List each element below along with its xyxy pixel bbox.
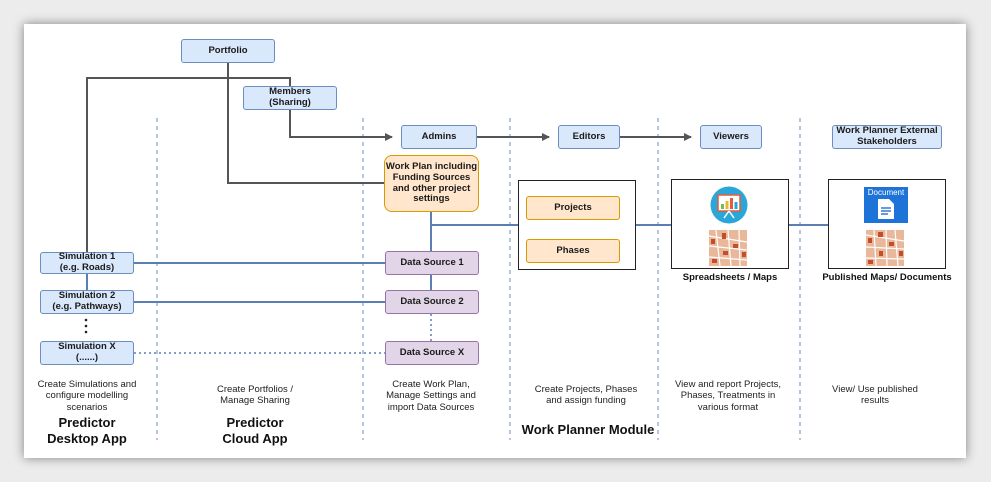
data-connectors [86, 211, 828, 303]
document-icon: Document [864, 187, 908, 223]
desktop-app-title: Predictor Desktop App [47, 415, 127, 446]
portfolio-node: Portfolio [181, 39, 275, 63]
map-thumbnail-icon [708, 229, 748, 267]
column-separators [156, 118, 801, 440]
work-planner-module-title: Work Planner Module [521, 422, 655, 437]
simulation-2-node: Simulation 2 (e.g. Pathways) [40, 290, 134, 314]
projects-node: Projects [526, 196, 620, 220]
work-plan-node: Work Plan including Funding Sources and … [384, 155, 479, 212]
published-map-icon [865, 229, 905, 267]
phases-node: Phases [526, 239, 620, 263]
dotted-connectors [134, 314, 432, 354]
data-source-x-node: Data Source X [385, 341, 479, 365]
document-icon-label: Document [867, 188, 905, 197]
caption-projects: Create Projects, Phases and assign fundi… [534, 384, 638, 407]
admins-node: Admins [401, 125, 477, 149]
viewers-node: Viewers [700, 125, 762, 149]
presentation-chart-icon [710, 186, 748, 224]
ellipsis-dots [84, 318, 88, 334]
external-stakeholders-node: Work Planner External Stakeholders [832, 125, 942, 149]
data-source-1-node: Data Source 1 [385, 251, 479, 275]
caption-work-plan: Create Work Plan, Manage Settings and im… [386, 379, 476, 413]
members-node: Members (Sharing) [243, 86, 337, 110]
simulation-x-node: Simulation X (......) [40, 341, 134, 365]
caption-published: View/ Use published results [832, 384, 918, 407]
spreadsheets-maps-label: Spreadsheets / Maps [682, 272, 778, 283]
published-label: Published Maps/ Documents [822, 272, 952, 283]
diagram-canvas [24, 24, 966, 458]
cloud-app-title: Predictor Cloud App [222, 415, 288, 446]
simulation-1-node: Simulation 1 (e.g. Roads) [40, 251, 134, 274]
data-source-2-node: Data Source 2 [385, 290, 479, 314]
editors-node: Editors [558, 125, 620, 149]
caption-simulations: Create Simulations and configure modelli… [37, 379, 137, 413]
caption-view-report: View and report Projects, Phases, Treatm… [675, 379, 781, 413]
caption-portfolios: Create Portfolios / Manage Sharing [216, 384, 294, 407]
